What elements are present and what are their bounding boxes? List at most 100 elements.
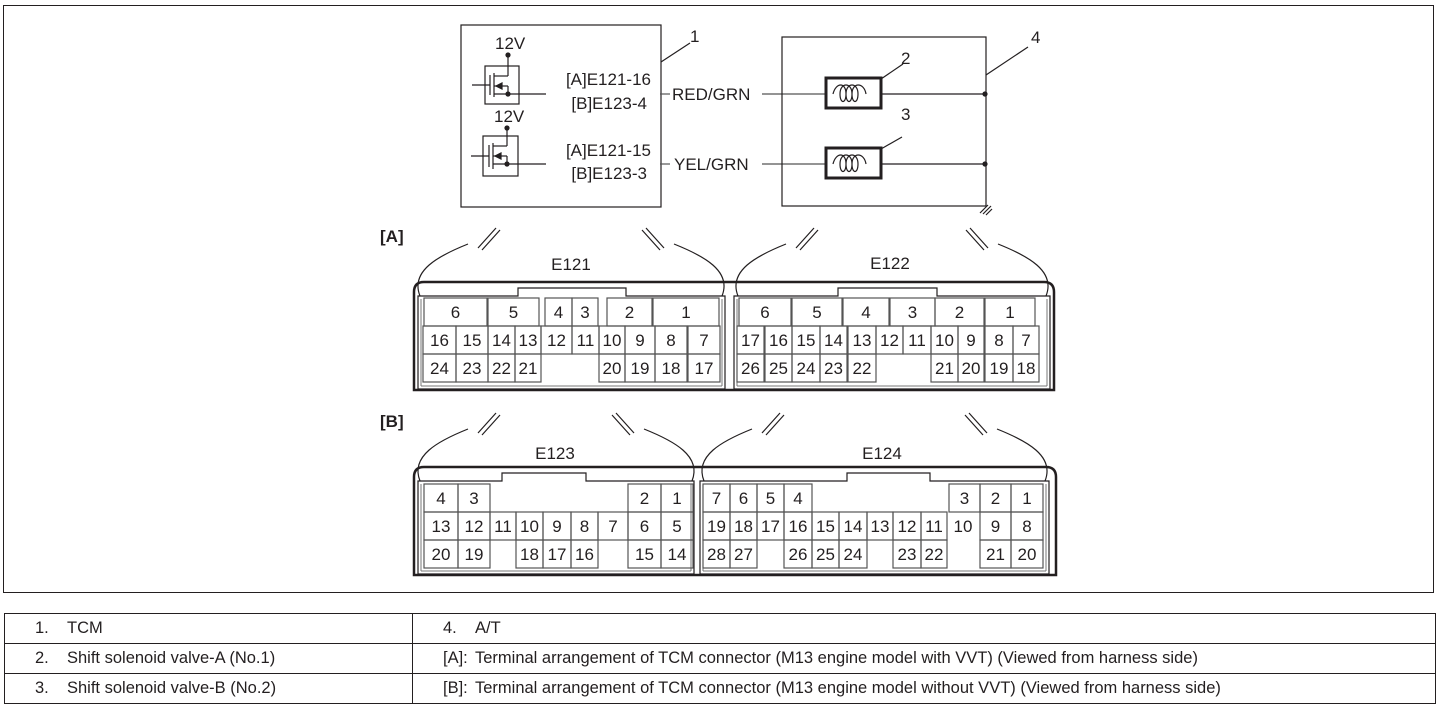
terminal-number: 7 — [699, 331, 708, 350]
callout-line-2 — [880, 63, 904, 80]
terminal-number: 22 — [853, 359, 872, 378]
legend-number: 2. — [35, 649, 49, 667]
terminal-label-b: [B]E123-4 — [571, 94, 647, 113]
supply-label: 12V — [494, 107, 525, 126]
transistor-icon — [472, 52, 546, 105]
terminal-number: 10 — [603, 331, 622, 350]
outline-path — [968, 412, 988, 434]
terminal-number: 22 — [492, 359, 511, 378]
solenoid-coil-icon — [824, 76, 883, 110]
terminal-number: 12 — [898, 517, 917, 536]
terminal-number: 20 — [432, 545, 451, 564]
terminal-number: 20 — [962, 359, 981, 378]
outline-path — [645, 227, 665, 249]
terminal-number: 27 — [734, 545, 753, 564]
outline-path — [417, 428, 469, 482]
wire-color-label: YEL/GRN — [674, 155, 749, 174]
terminal-number: 23 — [898, 545, 917, 564]
terminal-number: 2 — [625, 303, 634, 322]
terminal-number: 3 — [960, 489, 969, 508]
terminal-number: 20 — [603, 359, 622, 378]
terminal-cell — [957, 353, 985, 383]
outline-path — [735, 243, 787, 297]
terminal-number: 7 — [1021, 331, 1030, 350]
outline-path — [969, 227, 989, 249]
terminal-number: 13 — [519, 331, 538, 350]
terminal-number: 5 — [766, 489, 775, 508]
legend-number: 3. — [35, 679, 49, 697]
section-label-a: [A] — [380, 227, 404, 246]
outline-path — [799, 229, 819, 251]
outline-path — [643, 428, 695, 482]
terminal-number: 15 — [797, 331, 816, 350]
terminal-number: 13 — [853, 331, 872, 350]
wiring-diagram: 12V 12V [A]E121-16 [B]E123-4 [A]E121-15 … — [380, 24, 1058, 577]
callout-number: 1 — [690, 27, 699, 46]
terminal-number: 21 — [935, 359, 954, 378]
terminal-number: 18 — [734, 517, 753, 536]
terminal-cell — [1012, 353, 1040, 383]
diagram-frame — [3, 5, 1434, 593]
connector-name: E122 — [870, 254, 910, 273]
terminal-number: 19 — [465, 545, 484, 564]
terminal-number: 9 — [991, 517, 1000, 536]
terminal-number: 25 — [816, 545, 835, 564]
outline-path — [761, 412, 781, 434]
terminal-number: 23 — [463, 359, 482, 378]
connector-name: E121 — [551, 255, 591, 274]
terminal-number: 14 — [492, 331, 511, 350]
terminal-number: 20 — [1018, 545, 1037, 564]
callout-line-4 — [985, 46, 1029, 76]
legend-cell: [B]:Terminal arrangement of TCM connecto… — [412, 673, 1436, 704]
connector-name: E123 — [535, 444, 575, 463]
terminal-label-b: [B]E123-3 — [571, 164, 647, 183]
wire-color-label: RED/GRN — [672, 85, 750, 104]
legend-number: 1. — [35, 619, 49, 637]
terminal-number: 1 — [1005, 303, 1014, 322]
terminal-number: 5 — [509, 303, 518, 322]
terminal-number: 12 — [547, 331, 566, 350]
terminal-number: 15 — [635, 545, 654, 564]
terminal-number: 6 — [760, 303, 769, 322]
terminal-number: 6 — [739, 489, 748, 508]
outline-path — [412, 465, 1058, 577]
terminal-number: 24 — [430, 359, 449, 378]
legend-text: Shift solenoid valve-B (No.2) — [67, 679, 277, 697]
legend-cell: [A]:Terminal arrangement of TCM connecto… — [412, 643, 1436, 674]
legend-text: TCM — [67, 619, 103, 637]
legend-cell: 1. TCM — [4, 613, 413, 644]
terminal-cell — [1010, 539, 1044, 569]
terminal-number: 7 — [712, 489, 721, 508]
terminal-number: 4 — [554, 303, 563, 322]
terminal-number: 10 — [935, 331, 954, 350]
terminal-number: 8 — [666, 331, 675, 350]
outline-path — [615, 412, 635, 434]
terminal-number: 9 — [552, 517, 561, 536]
terminal-number: 6 — [451, 303, 460, 322]
legend-row: 2.Shift solenoid valve-A (No.1) [A]:Term… — [4, 643, 1436, 674]
legend-cell: 4.A/T — [412, 613, 1436, 644]
outline-path — [701, 428, 753, 482]
tcm-box — [460, 24, 662, 208]
outline-path — [481, 414, 501, 436]
section-label-b: [B] — [380, 412, 404, 431]
terminal-number: 6 — [640, 517, 649, 536]
terminal-number: 18 — [1017, 359, 1036, 378]
callout-number: 2 — [901, 49, 910, 68]
terminal-cell — [847, 353, 877, 383]
legend-table: 1. TCM 4.A/T 2.Shift solenoid valve-A (No… — [4, 613, 1436, 704]
terminal-number: 8 — [994, 331, 1003, 350]
outline-path — [477, 227, 497, 249]
terminal-number: 24 — [797, 359, 816, 378]
terminal-number: 3 — [469, 489, 478, 508]
terminal-label-a: [A]E121-15 — [566, 141, 651, 160]
outline-path — [965, 229, 985, 251]
outline-path — [733, 287, 1051, 389]
outline-path — [641, 229, 661, 251]
outline-path — [997, 243, 1049, 297]
terminal-number: 9 — [966, 331, 975, 350]
legend-row: 3. Shift solenoid valve-B (No.2) [B]:Term… — [4, 673, 1436, 704]
terminal-number: 15 — [816, 517, 835, 536]
terminal-number: 10 — [520, 517, 539, 536]
